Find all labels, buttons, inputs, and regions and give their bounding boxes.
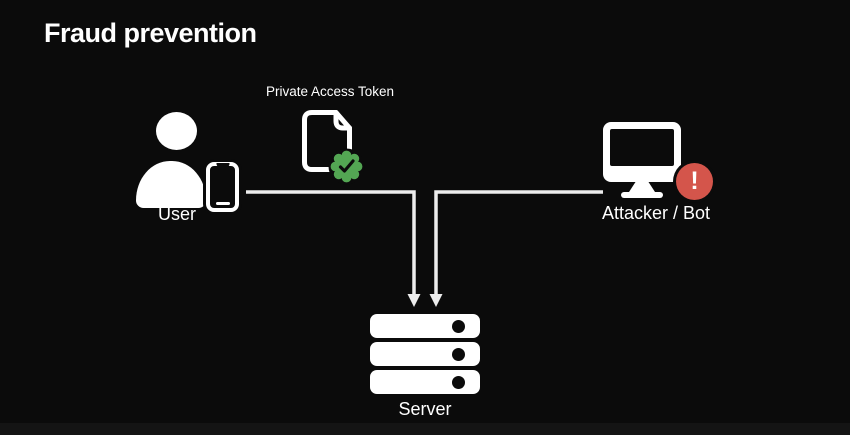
person-head-icon [156,112,197,150]
page-title: Fraud prevention [44,18,257,48]
connector-user-to-server [246,190,416,296]
iphone-icon [206,162,239,212]
arrowhead-user-icon [407,294,421,307]
token-label: Private Access Token [265,84,395,99]
server-dot [452,347,465,361]
phone-home-indicator [215,201,230,205]
server-stack-icon [370,314,480,338]
bottom-strip [0,423,850,435]
attacker-label: Attacker / Bot [601,203,711,223]
server-label: Server [398,399,452,419]
connector-attacker-to-server [434,190,603,296]
phone-notch [216,163,229,167]
alert-exclamation-badge-icon: ! [676,163,713,200]
arrowhead-attacker-icon [429,294,443,307]
server-bar [370,370,480,394]
checkmark-icon [338,159,355,173]
monitor-screen [610,129,674,166]
server-dot [452,319,465,333]
server-dot [452,375,465,389]
server-bar [370,342,480,366]
monitor-base [621,192,663,198]
verified-seal-icon [328,148,365,185]
monitor-stand [629,182,655,192]
user-label: User [157,204,196,224]
